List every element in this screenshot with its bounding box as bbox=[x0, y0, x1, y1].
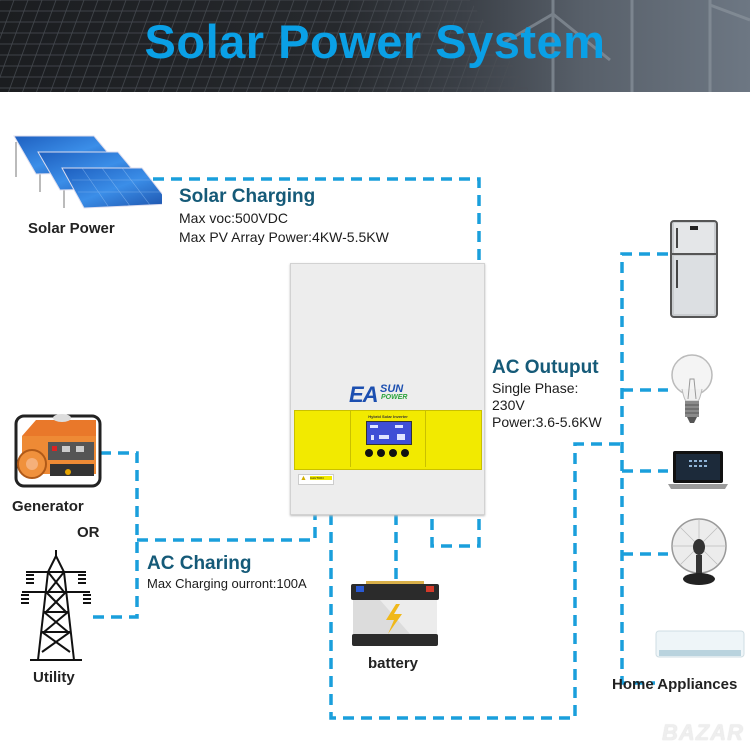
ac-output-spec-voltage: 230V bbox=[492, 397, 525, 413]
air-conditioner-icon bbox=[655, 630, 745, 662]
page-title: Solar Power System bbox=[144, 15, 606, 68]
ac-output-spec-phase: Single Phase: bbox=[492, 380, 579, 396]
battery-icon bbox=[350, 580, 440, 648]
wire-ac-charging bbox=[137, 514, 317, 542]
ac-charging-spec-current: Max Charging ourront:100A bbox=[147, 576, 307, 591]
solar-charging-spec-voc: Max voc:500VDC bbox=[179, 210, 288, 226]
light-bulb-icon bbox=[668, 353, 716, 425]
power-tower-icon bbox=[18, 548, 94, 662]
inverter-button-up[interactable] bbox=[377, 449, 385, 457]
inverter-lcd-screen bbox=[366, 421, 412, 445]
wire-solar bbox=[153, 177, 481, 548]
warning-triangle-icon: ▲ bbox=[300, 475, 307, 482]
inverter-button-esc[interactable] bbox=[365, 449, 373, 457]
wire-ac-output-loop bbox=[329, 442, 622, 720]
generator-icon bbox=[6, 406, 104, 494]
battery-label: battery bbox=[368, 655, 419, 672]
laptop-icon bbox=[667, 450, 729, 490]
ac-charging-title: AC Charing bbox=[147, 553, 252, 574]
inverter-buttons bbox=[365, 449, 409, 457]
inverter-front-panel: Hybrid Solar Inverter bbox=[294, 410, 482, 470]
caution-text: CAUTION bbox=[310, 476, 332, 480]
wire-generator bbox=[92, 451, 139, 619]
header-banner: Solar Power System bbox=[0, 0, 750, 92]
wire-appliance-bus bbox=[620, 252, 668, 685]
or-text: OR bbox=[77, 524, 100, 541]
ac-output-title: AC Outuput bbox=[492, 357, 599, 378]
watermark: BAZAR bbox=[662, 720, 744, 745]
ac-output-spec-power: Power:3.6-5.6KW bbox=[492, 414, 602, 430]
inverter-button-down[interactable] bbox=[389, 449, 397, 457]
utility-label: Utility bbox=[33, 669, 75, 686]
solar-power-label: Solar Power bbox=[28, 220, 115, 237]
inverter-button-enter[interactable] bbox=[401, 449, 409, 457]
refrigerator-icon bbox=[670, 220, 718, 318]
inverter-panel-title: Hybrid Solar Inverter bbox=[368, 414, 408, 419]
generator-label: Generator bbox=[12, 498, 84, 515]
solar-charging-title: Solar Charging bbox=[179, 186, 316, 207]
solar-charging-spec-pv: Max PV Array Power:4KW-5.5KW bbox=[179, 229, 389, 245]
home-appliances-label: Home Appliances bbox=[612, 676, 738, 693]
solar-farm-background bbox=[0, 0, 750, 92]
inverter-brand-logo: EA SUN POWER bbox=[349, 382, 407, 408]
inverter-control-section: Hybrid Solar Inverter bbox=[350, 411, 426, 467]
brand-power: POWER bbox=[381, 394, 408, 401]
brand-sun: SUN bbox=[380, 383, 404, 395]
fan-icon bbox=[670, 517, 728, 587]
caution-label: ▲ CAUTION bbox=[298, 474, 334, 485]
solar-panels-icon bbox=[12, 132, 171, 212]
brand-ea: EA bbox=[349, 382, 379, 407]
hybrid-inverter: EA SUN POWER Hybrid Solar Inverter ▲ CAU… bbox=[290, 263, 485, 515]
